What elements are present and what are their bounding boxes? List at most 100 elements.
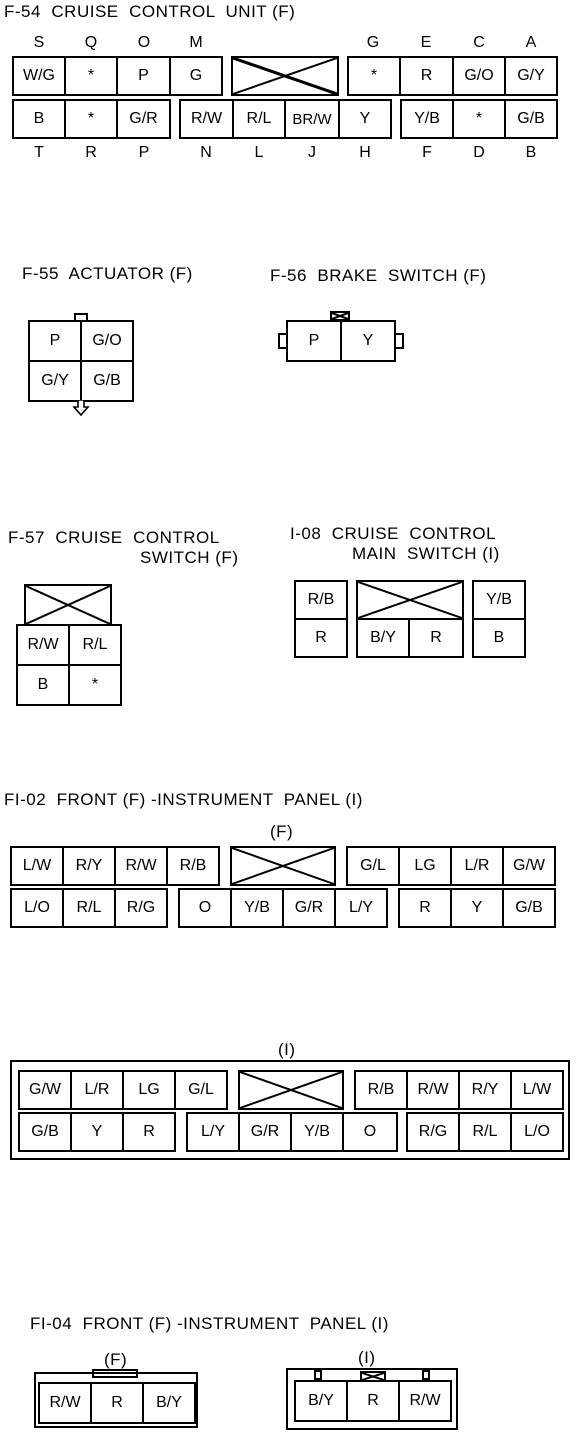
f54-pin-label: O xyxy=(137,34,151,51)
f56-title: F-56 BRAKE SWITCH (F) xyxy=(270,266,487,285)
f54-pin-g: * xyxy=(347,56,401,96)
i08-blank-cavity xyxy=(356,580,464,620)
fi02-i-pin: G/L xyxy=(174,1070,228,1110)
fi02-i-pin: R/G xyxy=(406,1112,460,1152)
f54-pin-a: G/Y xyxy=(504,56,558,96)
i08-pin: B xyxy=(472,618,526,658)
fi02-f-pin: R/B xyxy=(166,846,220,886)
fi02-f-pin: G/L xyxy=(346,846,400,886)
f54-pin-label: P xyxy=(138,144,150,161)
fi02-f-label: (F) xyxy=(270,822,294,841)
fi02-f-pin: G/B xyxy=(502,888,556,928)
f55-title: F-55 ACTUATOR (F) xyxy=(22,264,193,283)
fi02-i-pin: L/R xyxy=(70,1070,124,1110)
fi02-f-pin: R/L xyxy=(62,888,116,928)
f57-blank-cavity xyxy=(24,584,112,626)
f55-pin: G/B xyxy=(80,360,134,402)
f54-pin-label: H xyxy=(359,144,371,161)
fi02-f-pin: G/R xyxy=(282,888,336,928)
f54-pin-c: G/O xyxy=(452,56,506,96)
i08-title: I-08 CRUISE CONTROL xyxy=(290,524,497,543)
f56-pin: Y xyxy=(340,320,396,362)
fi04-f-pin: R/W xyxy=(38,1382,92,1424)
fi02-f-pin: O xyxy=(178,888,232,928)
fi02-f-pin: L/R xyxy=(450,846,504,886)
f54-pin-t: B xyxy=(12,99,66,139)
fi02-i-pin: R xyxy=(122,1112,176,1152)
fi04-f-pin: R xyxy=(90,1382,144,1424)
fi04-i-pin: R xyxy=(346,1380,400,1422)
fi02-f-pin: Y/B xyxy=(230,888,284,928)
f54-pin-e: R xyxy=(399,56,454,96)
fi02-f-pin: R/Y xyxy=(62,846,116,886)
fi02-i-pin: L/Y xyxy=(186,1112,240,1152)
fi02-i-pin: R/L xyxy=(458,1112,512,1152)
fi02-f-pin: R/G xyxy=(114,888,168,928)
fi02-f-pin: L/Y xyxy=(334,888,388,928)
f54-pin-label: G xyxy=(366,34,380,51)
fi04-i-label: (I) xyxy=(358,1348,376,1367)
fi04-i-pin: R/W xyxy=(398,1380,452,1422)
f54-pin-label: N xyxy=(200,144,212,161)
fi04-f-housing xyxy=(34,1372,198,1428)
fi02-i-housing xyxy=(10,1060,570,1160)
f54-pin-p: G/R xyxy=(116,99,171,139)
fi02-i-label: (I) xyxy=(278,1040,296,1059)
fi02-f-pin: L/W xyxy=(10,846,64,886)
i08-pin: R xyxy=(294,618,348,658)
f54-pin-h: Y xyxy=(338,99,392,139)
f54-pin-r: * xyxy=(64,99,118,139)
f54-pin-j: BR/W xyxy=(284,99,340,139)
i08-pin: R/B xyxy=(294,580,348,620)
fi02-f-blank-cavity xyxy=(230,846,336,886)
f54-pin-label: D xyxy=(473,144,485,161)
f54-pin-f: Y/B xyxy=(400,99,454,139)
f54-blank-cavity xyxy=(231,56,339,96)
f55-pin: G/Y xyxy=(28,360,82,402)
fi04-title: FI-04 FRONT (F) -INSTRUMENT PANEL (I) xyxy=(30,1314,389,1333)
fi02-i-pin: G/B xyxy=(18,1112,72,1152)
fi04-f-label: (F) xyxy=(104,1350,128,1369)
f54-pin-o: P xyxy=(116,56,171,96)
f54-pin-b: G/B xyxy=(504,99,558,139)
f54-pin-l: R/L xyxy=(232,99,286,139)
f54-title: F-54 CRUISE CONTROL UNIT (F) xyxy=(4,2,296,21)
f57-pin: * xyxy=(68,664,122,706)
fi02-f-pin: R xyxy=(398,888,452,928)
f55-pin: P xyxy=(28,320,82,362)
fi04-f-lock-tab xyxy=(92,1369,138,1378)
fi04-i-latch xyxy=(422,1370,430,1380)
f55-lock-tab xyxy=(74,313,88,321)
f54-pin-label: S xyxy=(33,34,45,51)
fi04-i-pin: B/Y xyxy=(294,1380,348,1422)
f54-pin-q: * xyxy=(64,56,118,96)
i08-pin: B/Y xyxy=(356,618,410,658)
fi02-f-pin: R/W xyxy=(114,846,168,886)
f54-pin-d: * xyxy=(452,99,506,139)
fi02-i-pin: R/W xyxy=(406,1070,460,1110)
fi04-f-pin: B/Y xyxy=(142,1382,196,1424)
fi02-i-pin: R/Y xyxy=(458,1070,512,1110)
f54-pin-label: A xyxy=(525,34,537,51)
fi02-i-blank-cavity xyxy=(238,1070,344,1110)
fi02-i-pin: Y/B xyxy=(290,1112,344,1152)
f54-pin-n: R/W xyxy=(179,99,234,139)
fi02-i-pin: Y xyxy=(70,1112,124,1152)
f54-pin-label: M xyxy=(189,34,203,51)
fi02-i-pin: LG xyxy=(122,1070,176,1110)
i08-title: MAIN SWITCH (I) xyxy=(352,544,500,563)
f57-pin: R/W xyxy=(16,624,70,666)
fi02-f-pin: LG xyxy=(398,846,452,886)
fi02-f-pin: G/W xyxy=(502,846,556,886)
f57-title: F-57 CRUISE CONTROL xyxy=(8,528,220,547)
fi02-f-pin: L/O xyxy=(10,888,64,928)
f54-pin-label: L xyxy=(254,144,264,161)
f54-pin-label: R xyxy=(85,144,97,161)
f54-pin-m: G xyxy=(169,56,223,96)
fi02-title: FI-02 FRONT (F) -INSTRUMENT PANEL (I) xyxy=(4,790,363,809)
fi04-i-housing xyxy=(286,1368,458,1430)
f54-pin-label: B xyxy=(525,144,537,161)
f55-pin: G/O xyxy=(80,320,134,362)
f54-pin-label: J xyxy=(308,144,316,161)
f56-side-latch xyxy=(394,333,404,349)
